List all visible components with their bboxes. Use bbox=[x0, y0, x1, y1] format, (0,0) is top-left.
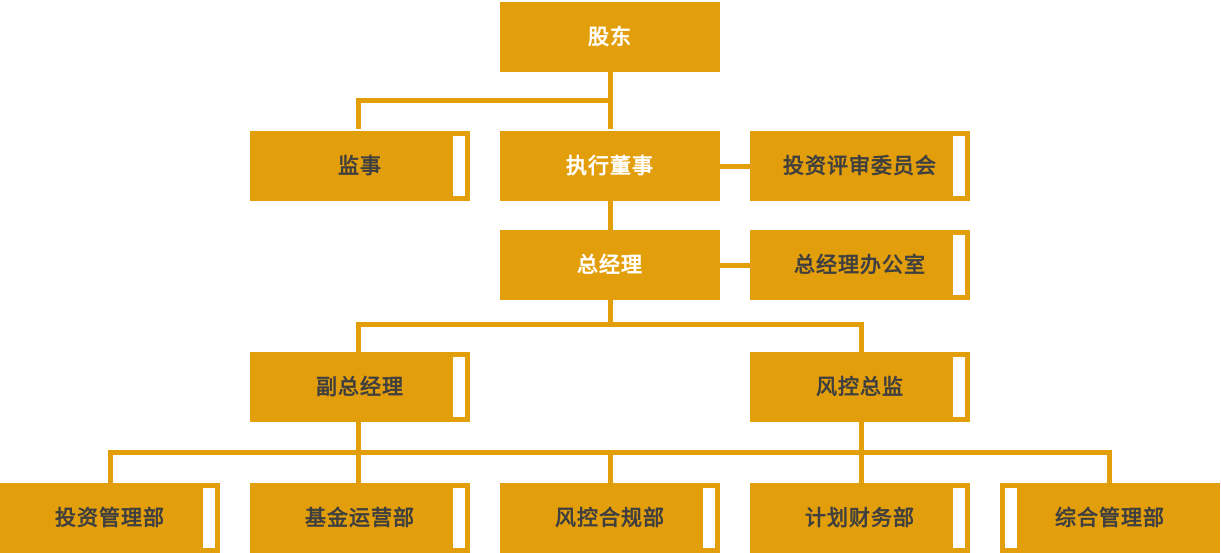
connector-dept-drop-5 bbox=[1107, 450, 1112, 485]
node-risk-compliance-dept-stripe bbox=[703, 488, 715, 548]
node-fund-operations-dept-label: 基金运营部 bbox=[305, 506, 415, 530]
connector-risk-director-drop bbox=[859, 322, 864, 353]
node-fund-operations-dept-stripe bbox=[453, 488, 465, 548]
connector-level4-bus bbox=[356, 322, 864, 327]
node-risk-control-director-stripe bbox=[953, 357, 965, 417]
connector-deputy-gm-drop bbox=[356, 322, 361, 353]
connector-risk-director-to-depts bbox=[859, 421, 864, 452]
node-gm-office-stripe bbox=[953, 235, 965, 295]
node-investment-review-committee-label: 投资评审委员会 bbox=[783, 154, 937, 178]
node-investment-management-dept[interactable]: 投资管理部 bbox=[0, 483, 220, 553]
connector-dept-drop-4 bbox=[859, 450, 864, 485]
node-planning-finance-dept-stripe bbox=[953, 488, 965, 548]
node-risk-compliance-dept-label: 风控合规部 bbox=[555, 506, 665, 530]
node-deputy-general-manager-stripe bbox=[453, 357, 465, 417]
node-investment-review-committee-stripe bbox=[953, 136, 965, 196]
node-deputy-general-manager-label: 副总经理 bbox=[316, 375, 404, 399]
node-executive-director-label: 执行董事 bbox=[566, 154, 654, 178]
node-gm-office-label: 总经理办公室 bbox=[794, 253, 926, 277]
node-planning-finance-dept-label: 计划财务部 bbox=[805, 506, 915, 530]
node-general-manager[interactable]: 总经理 bbox=[500, 230, 720, 300]
connector-gm-drop bbox=[608, 300, 613, 325]
connector-supervisor-drop bbox=[356, 98, 361, 129]
node-shareholders[interactable]: 股东 bbox=[500, 2, 720, 72]
connector-shareholders-drop bbox=[608, 72, 613, 103]
node-supervisor[interactable]: 监事 bbox=[250, 131, 470, 201]
node-shareholders-label: 股东 bbox=[588, 25, 632, 49]
node-general-manager-label: 总经理 bbox=[577, 253, 643, 277]
node-general-admin-dept-label: 综合管理部 bbox=[1055, 506, 1165, 530]
connector-executive-director-to-gm bbox=[608, 201, 613, 232]
node-investment-review-committee[interactable]: 投资评审委员会 bbox=[750, 131, 970, 201]
connector-dept-drop-3 bbox=[608, 450, 613, 485]
node-general-admin-dept[interactable]: 综合管理部 bbox=[1000, 483, 1220, 553]
node-investment-management-dept-stripe bbox=[203, 488, 215, 548]
node-risk-control-director[interactable]: 风控总监 bbox=[750, 352, 970, 422]
node-risk-control-director-label: 风控总监 bbox=[816, 375, 904, 399]
node-risk-compliance-dept[interactable]: 风控合规部 bbox=[500, 483, 720, 553]
connector-level2-bus bbox=[356, 98, 612, 103]
connector-dept-drop-2 bbox=[356, 450, 361, 485]
connector-gm-to-gm-office bbox=[718, 263, 752, 268]
node-planning-finance-dept[interactable]: 计划财务部 bbox=[750, 483, 970, 553]
connector-deputy-gm-to-depts bbox=[356, 421, 361, 452]
connector-executive-director-drop bbox=[608, 98, 613, 129]
node-fund-operations-dept[interactable]: 基金运营部 bbox=[250, 483, 470, 553]
connector-dept-drop-1 bbox=[108, 450, 113, 485]
node-supervisor-stripe bbox=[453, 136, 465, 196]
node-gm-office[interactable]: 总经理办公室 bbox=[750, 230, 970, 300]
node-executive-director[interactable]: 执行董事 bbox=[500, 131, 720, 201]
node-deputy-general-manager[interactable]: 副总经理 bbox=[250, 352, 470, 422]
node-general-admin-dept-stripe bbox=[1005, 488, 1017, 548]
node-supervisor-label: 监事 bbox=[338, 154, 382, 178]
node-investment-management-dept-label: 投资管理部 bbox=[55, 506, 165, 530]
connector-executive-director-to-committee bbox=[718, 164, 752, 169]
